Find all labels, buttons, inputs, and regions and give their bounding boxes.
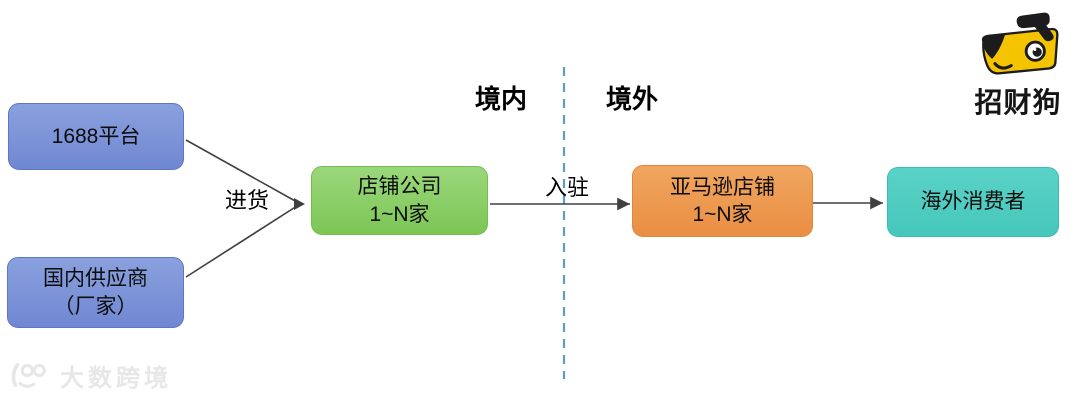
edge-label-purchase: 进货 xyxy=(224,188,269,213)
node-shop-company: 店铺公司 1~N家 xyxy=(311,166,488,235)
dog-icon xyxy=(981,12,1059,75)
node-amazon-stores: 亚马逊店铺 1~N家 xyxy=(632,165,813,237)
node-label: 1688平台 xyxy=(51,124,141,148)
node-overseas-consumers: 海外消费者 xyxy=(887,167,1059,237)
node-label: 海外消费者 xyxy=(920,190,1026,214)
node-sublabel: 1~N家 xyxy=(692,203,753,226)
watermark-icon xyxy=(11,362,46,388)
watermark-text: 大数跨境 xyxy=(60,365,172,392)
watermark: 大数跨境 xyxy=(8,358,172,393)
node-sublabel: 1~N家 xyxy=(369,202,430,226)
node-label: 国内供应商 xyxy=(43,267,148,291)
edge-purchase-arrowhead xyxy=(294,198,305,210)
node-domestic-supplier: 国内供应商 （厂家） xyxy=(7,257,184,328)
edge-label-settle: 入驻 xyxy=(544,175,589,200)
edge-purchase-lower xyxy=(185,205,298,278)
brand-logo: 招财狗 xyxy=(963,8,1073,121)
node-sublabel: （厂家） xyxy=(53,294,138,318)
node-1688-platform: 1688平台 xyxy=(8,103,184,170)
region-label-overseas: 境外 xyxy=(605,84,658,114)
region-label-domestic: 境内 xyxy=(474,84,527,114)
brand-name: 招财狗 xyxy=(974,87,1062,118)
node-label: 店铺公司 xyxy=(357,175,442,199)
node-label: 亚马逊店铺 xyxy=(670,175,775,199)
